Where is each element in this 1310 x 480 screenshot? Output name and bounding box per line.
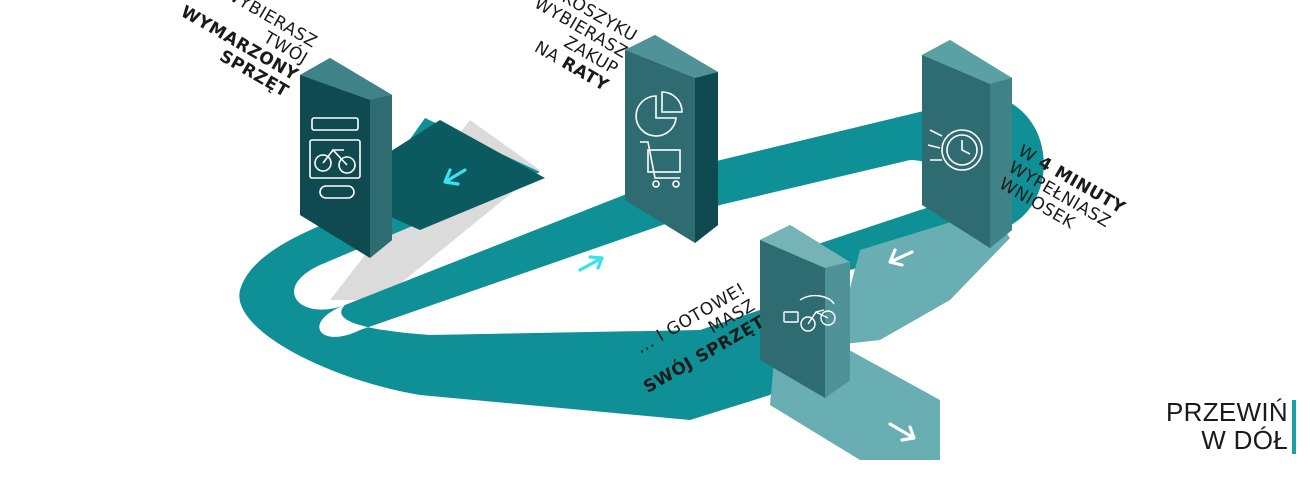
scroll-line-1: PRZEWIŃ: [1166, 397, 1288, 427]
arrow-3: [888, 248, 914, 267]
device-3: [922, 40, 1012, 248]
clock-icon: [927, 129, 983, 171]
arrow-1: [443, 168, 467, 186]
bike-ski-snowboard-icon: [309, 117, 361, 199]
device-1: [300, 58, 392, 258]
scroll-down-text[interactable]: PRZEWIŃ W DÓŁ: [1166, 398, 1300, 454]
track-exit: [835, 210, 1010, 345]
scroll-down-hint[interactable]: PRZEWIŃ W DÓŁ: [1150, 398, 1300, 454]
bike-delivery-icon: [783, 294, 836, 332]
pie-chart-cart-icon: [635, 91, 683, 188]
arrow-4: [888, 422, 916, 442]
scroll-line-2: W DÓŁ: [1201, 425, 1288, 455]
device-2: [625, 35, 718, 243]
scroll-accent-bar: [1292, 400, 1296, 454]
track-inner-gap: [319, 160, 946, 337]
device-4: [760, 225, 850, 398]
arrow-2: [578, 255, 604, 272]
